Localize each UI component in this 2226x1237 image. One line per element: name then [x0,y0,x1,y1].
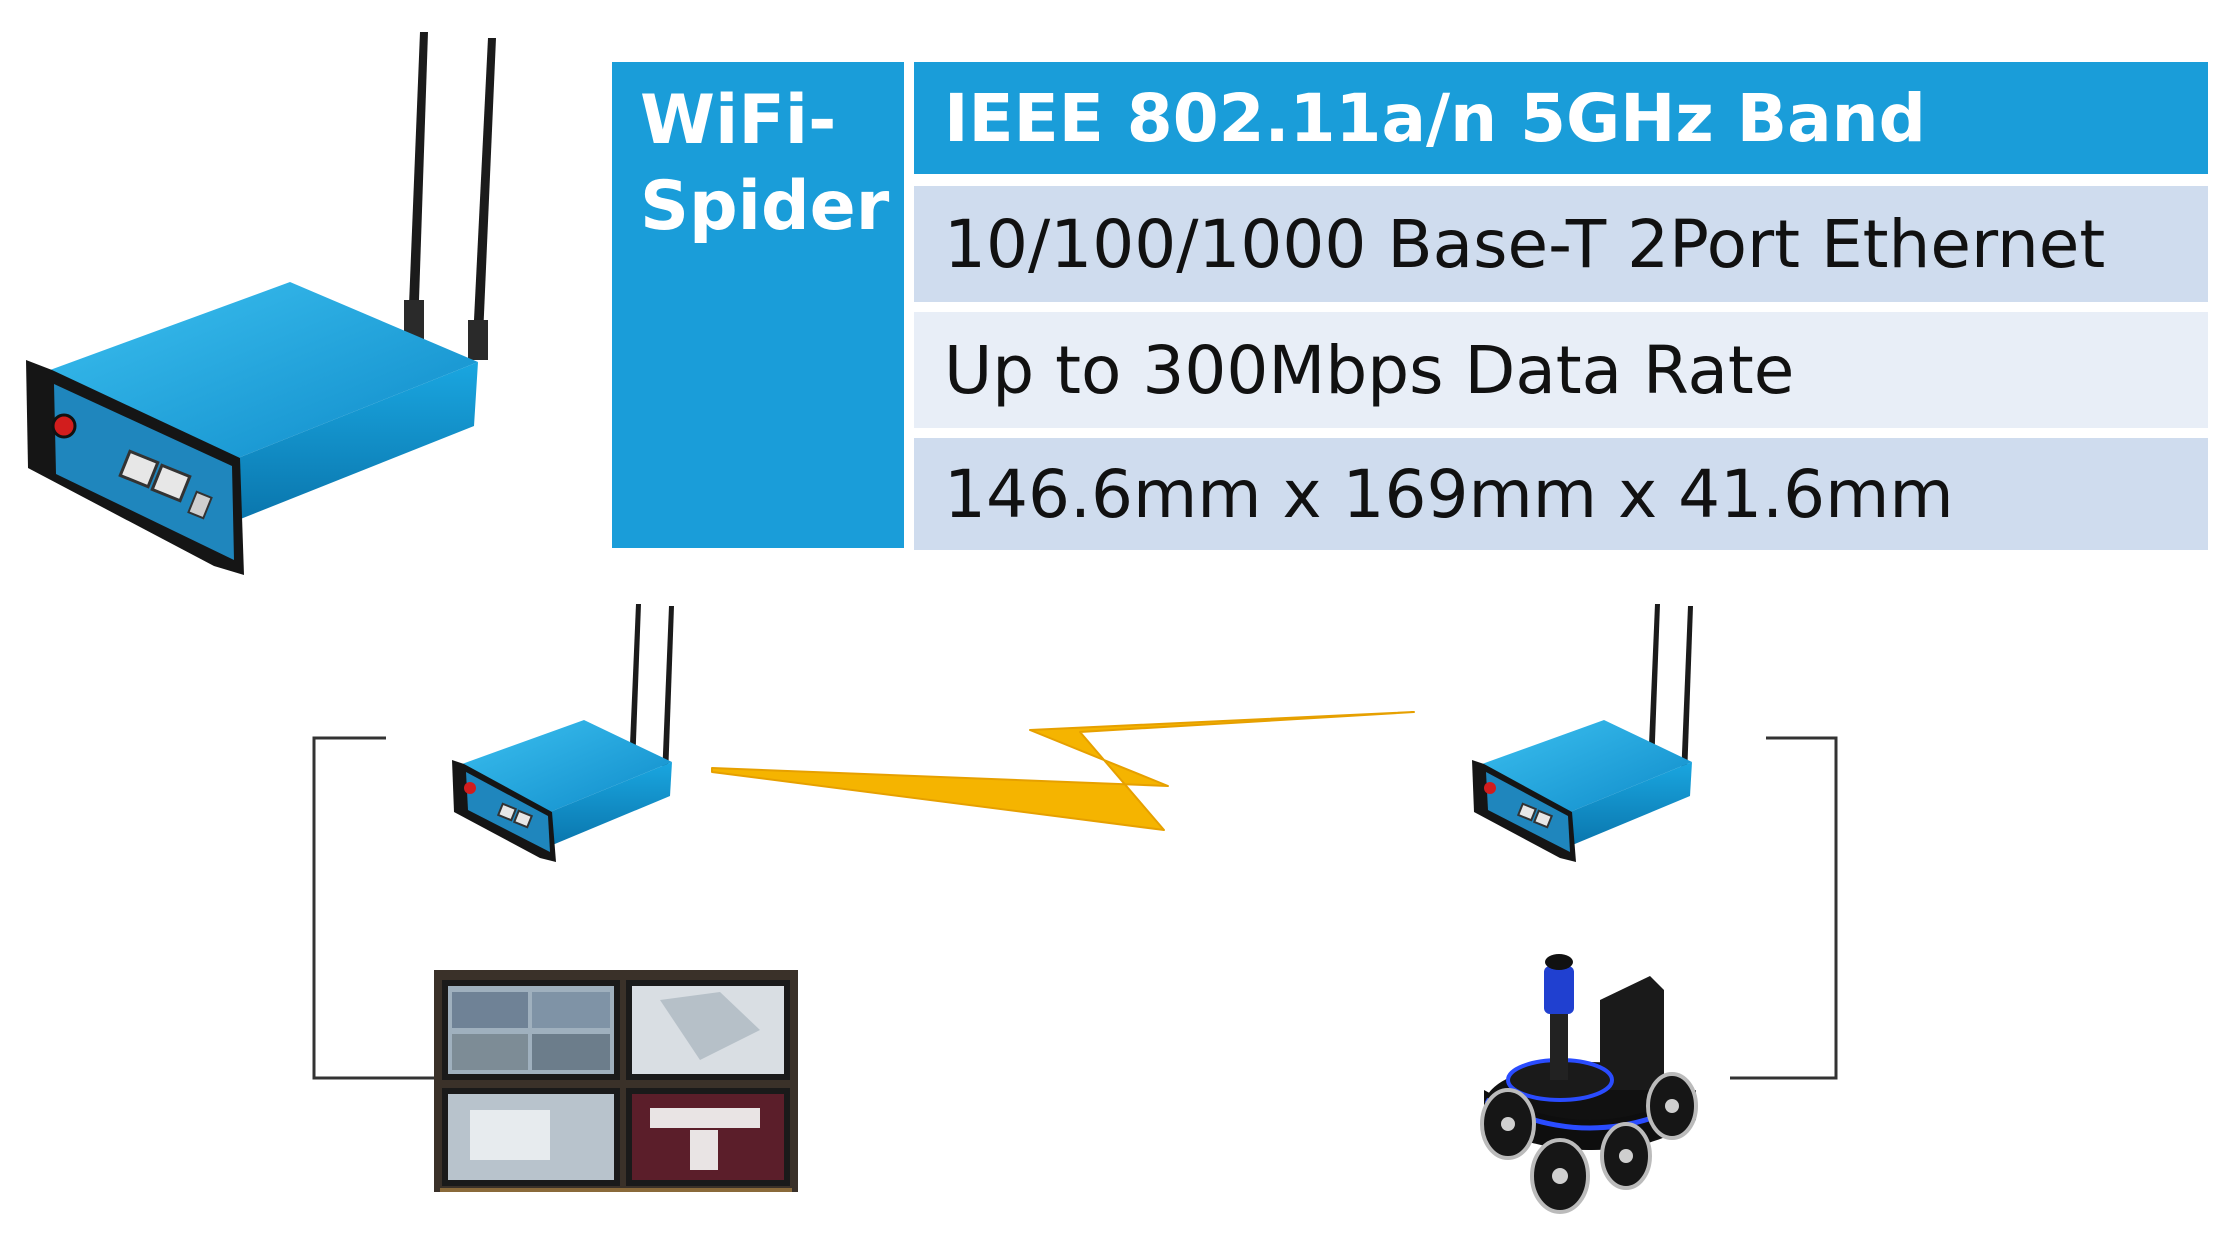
spec-text: IEEE 802.11a/n 5GHz Band [944,79,1926,157]
monitor-wall-icon [434,970,798,1192]
product-name-cell: WiFi- Spider [612,62,904,548]
left-device-icon [452,604,674,862]
left-bracket-line [312,736,436,1080]
spec-row-data-rate: Up to 300Mbps Data Rate [914,312,2208,428]
lightning-bolt-icon [711,711,1415,831]
spec-text: 10/100/1000 Base-T 2Port Ethernet [944,205,2106,283]
mobile-robot-icon [1480,954,1698,1214]
spec-text: Up to 300Mbps Data Rate [944,331,1795,409]
spec-row-ethernet: 10/100/1000 Base-T 2Port Ethernet [914,186,2208,302]
right-bracket-line [1730,736,1838,1080]
spec-row-band: IEEE 802.11a/n 5GHz Band [914,62,2208,174]
main-device-icon [26,32,496,575]
spec-row-dimensions: 146.6mm x 169mm x 41.6mm [914,438,2208,550]
right-device-icon [1472,604,1693,862]
spec-text: 146.6mm x 169mm x 41.6mm [944,455,1954,533]
product-name: WiFi- Spider [640,81,890,246]
